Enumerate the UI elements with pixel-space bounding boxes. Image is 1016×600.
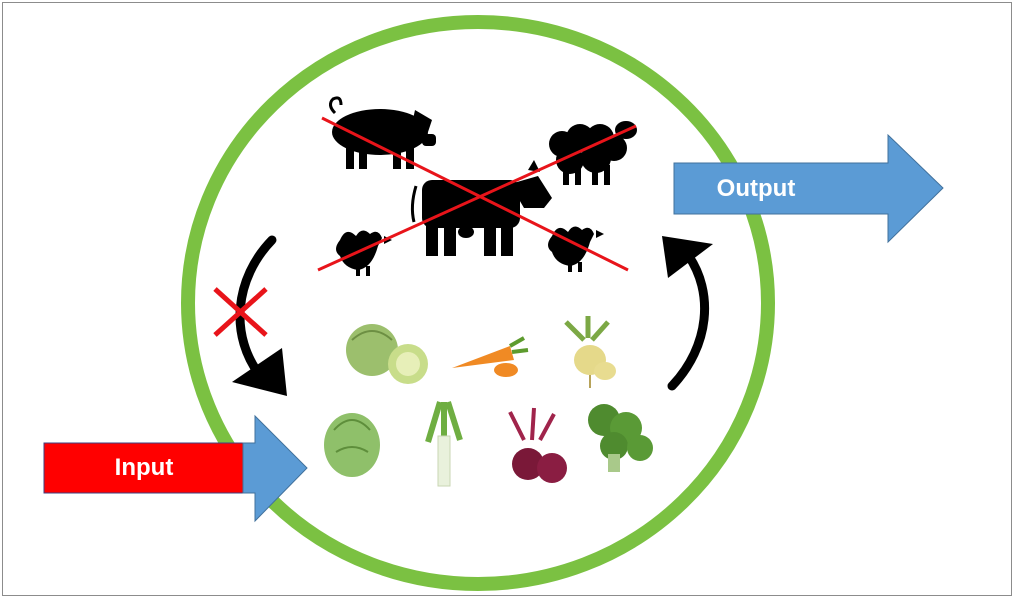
inflow-curved-arrow [232, 235, 287, 396]
cabbage-icon [346, 324, 428, 384]
output-label: Output [716, 175, 796, 202]
carrot-icon [452, 336, 529, 377]
chicken-icon [336, 230, 392, 276]
input-arrow-head [242, 414, 308, 523]
beetroot-icon [508, 407, 567, 483]
inflow-blocked-cross-icon [213, 287, 268, 337]
input-arrow-body [43, 442, 244, 494]
cow-icon [410, 160, 552, 256]
outflow-curved-arrow [662, 236, 713, 391]
turnip-icon [564, 316, 616, 388]
input-label: Input [114, 454, 174, 481]
animals-excluded-cross-icon [317, 116, 637, 272]
lettuce-icon [324, 413, 380, 477]
output-arrow [673, 133, 944, 244]
leek-icon [425, 401, 463, 487]
broccoli-icon [588, 404, 653, 472]
system-boundary-circle [181, 15, 775, 591]
pig-icon [328, 96, 436, 169]
